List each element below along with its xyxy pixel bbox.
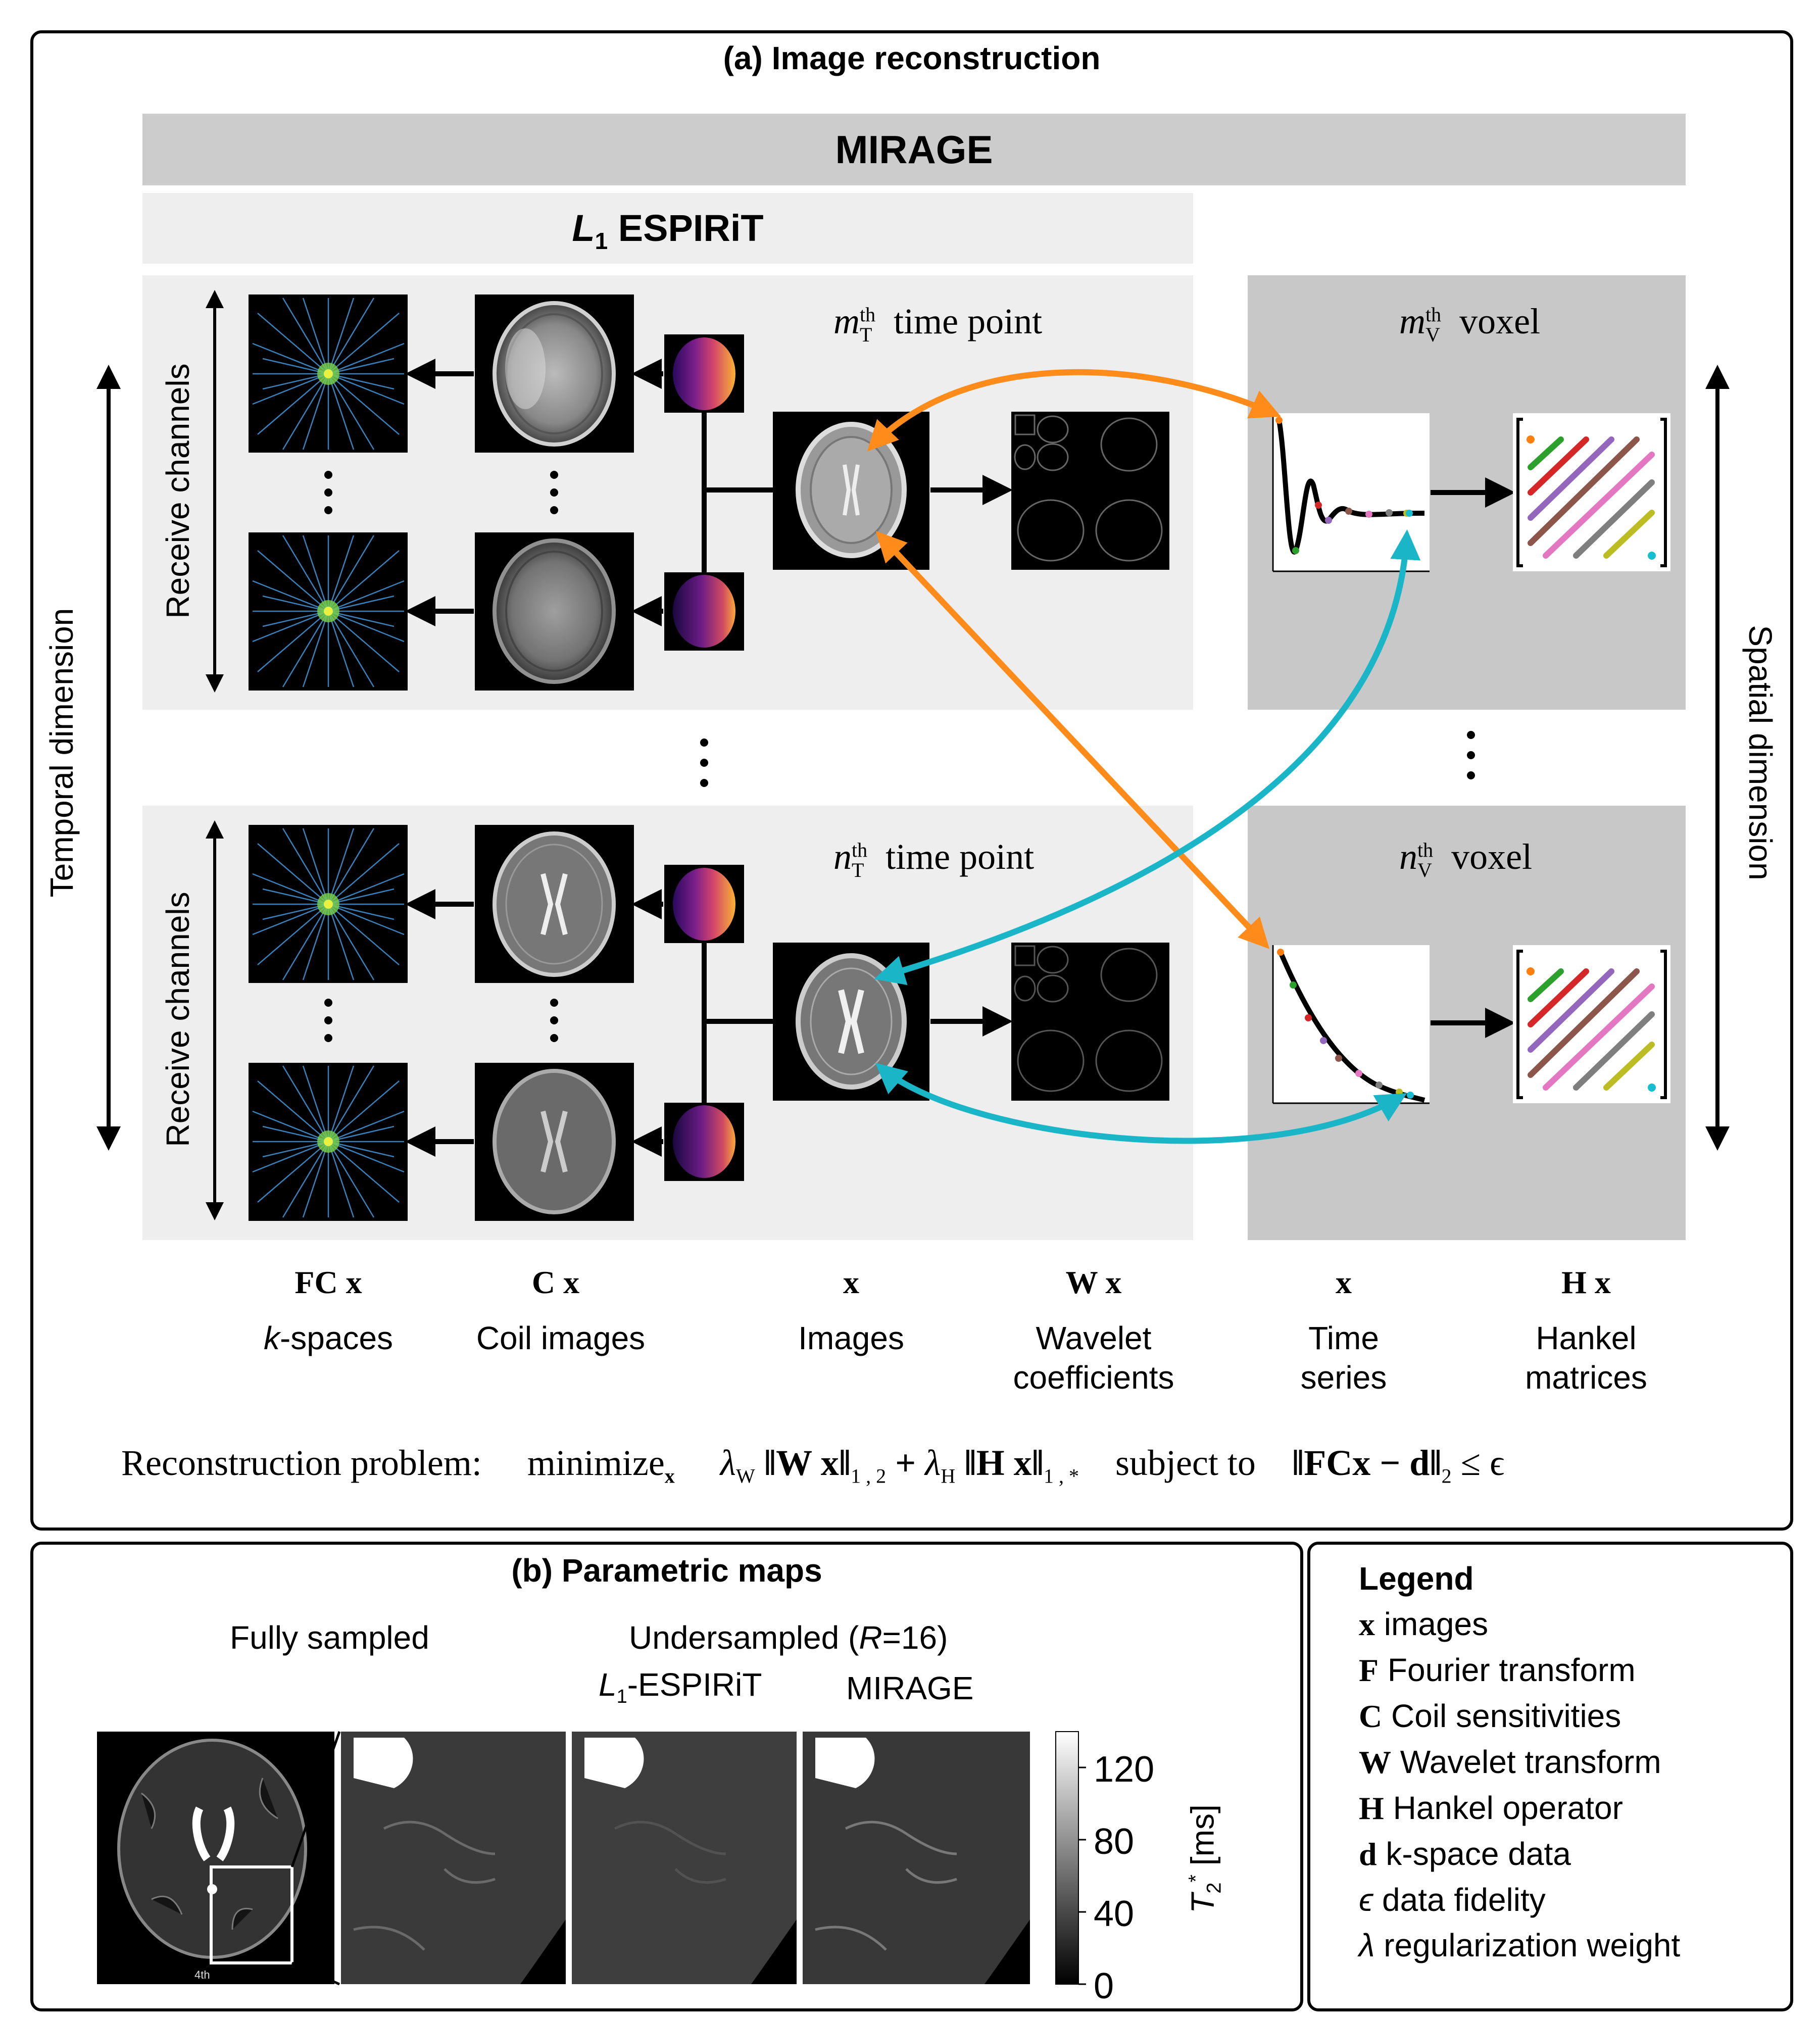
panel-a-title: (a) Image reconstruction: [723, 40, 1101, 76]
wavelet-image-bottom: [1011, 943, 1169, 1101]
mirage-bar: MIRAGE: [142, 114, 1686, 185]
mirage-map-label: MIRAGE: [846, 1670, 974, 1706]
sensitivity-map-top-1: [664, 334, 744, 413]
fully-sampled-zoom-map: [341, 1732, 566, 1984]
colorbar-tick-120: 120: [1094, 1749, 1155, 1790]
colorbar-tick-40: 40: [1094, 1894, 1135, 1934]
l1-espirit-map-label: L1-ESPIRiT: [599, 1666, 762, 1707]
reconstruction-problem: Reconstruction problem: minimizex λW ‖W …: [121, 1443, 1505, 1488]
coil-image-top-2: [475, 532, 634, 691]
colorbar-tick-80: 80: [1094, 1822, 1135, 1862]
time-series-plot-bottom: [1272, 945, 1430, 1104]
fully-sampled-map: [97, 1732, 334, 1984]
ellipsis-dots: [324, 471, 1475, 1042]
l1-espirit-zoom-map: [572, 1732, 797, 1984]
kspace-image-top-2: [249, 532, 408, 691]
legend-item: W Wavelet transform: [1359, 1744, 1661, 1780]
colorbar-tick-0: 0: [1094, 1966, 1114, 2006]
column-cx-math: C x: [531, 1264, 580, 1300]
cyan-arrow-long: [874, 529, 1421, 986]
brain-slice-label: 4th: [194, 1968, 210, 1981]
column-wx-math: W x: [1065, 1264, 1122, 1300]
panel-b-title: (b) Parametric maps: [511, 1552, 822, 1589]
kspace-image-bottom-1: [249, 825, 408, 983]
column-images-label: Images: [798, 1320, 904, 1356]
hankel-matrix-top: [1513, 413, 1670, 571]
column-kspaces-label: k-spaces: [263, 1320, 393, 1356]
fully-sampled-label: Fully sampled: [230, 1619, 429, 1656]
legend-item: ϵ data fidelity: [1359, 1882, 1546, 1918]
coil-image-bottom-1: [475, 825, 634, 983]
image-x-top: [773, 412, 929, 570]
sensitivity-map-bottom-1: [664, 865, 744, 943]
wavelet-image-top: [1011, 412, 1169, 570]
mirage-zoom-map: [803, 1732, 1030, 1984]
diagram-graphics: [96, 290, 1730, 1221]
kspace-image-bottom-2: [249, 1063, 408, 1221]
hankel-matrix-bottom: [1513, 945, 1670, 1103]
orange-arrow-top: [867, 369, 1282, 452]
legend-item: F Fourier transform: [1359, 1652, 1636, 1688]
legend-item: x images: [1359, 1606, 1489, 1642]
l1-espirit-bar: L1 ESPIRiT: [142, 193, 1193, 264]
legend-title: Legend: [1359, 1560, 1474, 1597]
legend-item: λ regularization weight: [1359, 1927, 1681, 1963]
legend-item: d k-space data: [1359, 1836, 1571, 1872]
column-x2-math: x: [1336, 1264, 1352, 1300]
sensitivity-map-bottom-2: [664, 1103, 744, 1181]
legend-panel: [1307, 1542, 1793, 2011]
column-coil-images-label: Coil images: [476, 1320, 646, 1356]
l1-espirit-label: L1 ESPIRiT: [572, 207, 764, 254]
column-x-math: x: [843, 1264, 859, 1300]
column-hx-math: H x: [1561, 1264, 1611, 1300]
coil-image-bottom-2: [475, 1063, 634, 1221]
colorbar-label: T2* [ms]: [1184, 1804, 1225, 1913]
orange-arrow-diagonal: [875, 531, 1270, 949]
parametric-maps-graphics: [97, 1731, 1086, 1986]
legend-item: C Coil sensitivities: [1359, 1698, 1621, 1734]
column-fcx-math: FC x: [294, 1264, 362, 1300]
cyan-arrow-bottom: [875, 1063, 1407, 1144]
mirage-label: MIRAGE: [835, 127, 993, 172]
kspace-image-top-1: [249, 294, 408, 453]
legend-content: Legend x images F Fourier transform C Co…: [1359, 1556, 1680, 1968]
coil-image-top-1: [475, 294, 634, 453]
undersampled-label: Undersampled (R=16): [629, 1619, 948, 1656]
image-x-bottom: [773, 943, 929, 1101]
sensitivity-map-top-2: [664, 572, 744, 651]
legend-item: H Hankel operator: [1359, 1790, 1623, 1826]
colorbar: [1055, 1731, 1079, 1985]
